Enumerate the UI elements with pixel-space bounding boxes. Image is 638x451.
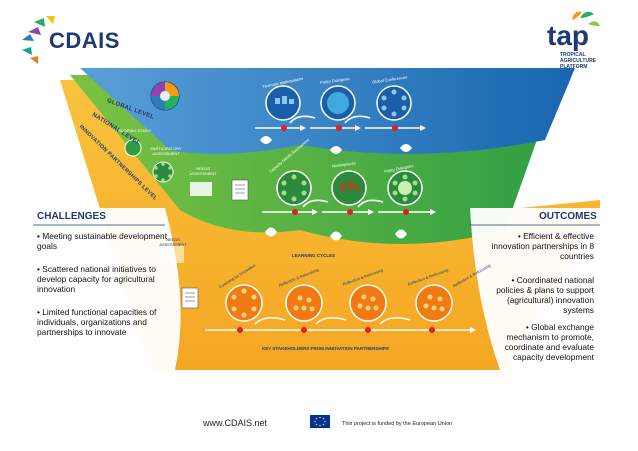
tap-logo-subtitle: TROPICAL AGRICULTURE PLATFORM bbox=[560, 52, 597, 70]
eu-flag-icon bbox=[310, 415, 330, 428]
participatory-assessment-label: PARTICIPATORY ASSESSMENT bbox=[150, 146, 182, 156]
learning-cycles-label: LEARNING CYCLES bbox=[292, 253, 336, 258]
cdais-logo-text: CDAIS bbox=[49, 28, 120, 53]
national-step-1-icon bbox=[276, 170, 312, 206]
innovation-marker-3 bbox=[365, 327, 371, 333]
outcomes-panel bbox=[470, 208, 600, 370]
innovation-step-3-icon bbox=[349, 284, 387, 322]
innovation-bottom-caption: Key stakeholders from innovation partner… bbox=[262, 346, 389, 351]
global-marker-1 bbox=[281, 125, 287, 131]
footer-url-link[interactable]: www.CDAIS.net bbox=[203, 418, 268, 428]
national-needs-assessment-label: NEEDS ASSESSMENT bbox=[189, 166, 217, 176]
national-marker-1 bbox=[292, 209, 298, 215]
footer-funding-note: This project is funded by the European U… bbox=[342, 421, 453, 427]
outcome-item-1: • Efficient & effective innovation partn… bbox=[491, 231, 594, 261]
challenge-item-2: • Scattered national initiatives to deve… bbox=[37, 264, 156, 294]
participatory-assessment-icon bbox=[152, 161, 174, 183]
innovation-marker-1 bbox=[237, 327, 243, 333]
outcomes-title: OUTCOMES bbox=[539, 211, 597, 222]
global-step-3-icon bbox=[376, 85, 412, 121]
national-marker-3 bbox=[403, 209, 409, 215]
national-needs-people-icon bbox=[190, 182, 212, 196]
challenges-panel bbox=[33, 208, 181, 370]
scoping-study-icon bbox=[124, 139, 142, 157]
innovation-step-4-icon bbox=[415, 284, 453, 322]
challenges-title: CHALLENGES bbox=[37, 211, 106, 222]
innovation-needs-assessment-label: NEEDS ASSESSMENT bbox=[159, 237, 187, 247]
scoping-study-label: SCOPING STUDY bbox=[118, 128, 152, 133]
national-document-icon bbox=[231, 179, 249, 201]
global-marker-3 bbox=[392, 125, 398, 131]
cdais-logo-mark bbox=[22, 16, 55, 64]
innovation-marker-2 bbox=[301, 327, 307, 333]
tap-logo-mark bbox=[572, 11, 600, 26]
innovation-step-1-icon bbox=[225, 284, 263, 322]
national-marker-2 bbox=[347, 209, 353, 215]
challenge-item-3: • Limited functional capacities of indiv… bbox=[37, 307, 157, 337]
tap-logo-text: tap bbox=[547, 20, 589, 51]
global-marker-2 bbox=[336, 125, 342, 131]
outcome-item-3: • Global exchange mechanism to promote, … bbox=[504, 322, 594, 362]
innovation-marker-4 bbox=[429, 327, 435, 333]
outcome-item-2: • Coordinated national policies & plans … bbox=[496, 275, 594, 315]
challenge-item-1: • Meeting sustainable development goals bbox=[37, 231, 168, 251]
innovation-step-2-icon bbox=[285, 284, 323, 322]
